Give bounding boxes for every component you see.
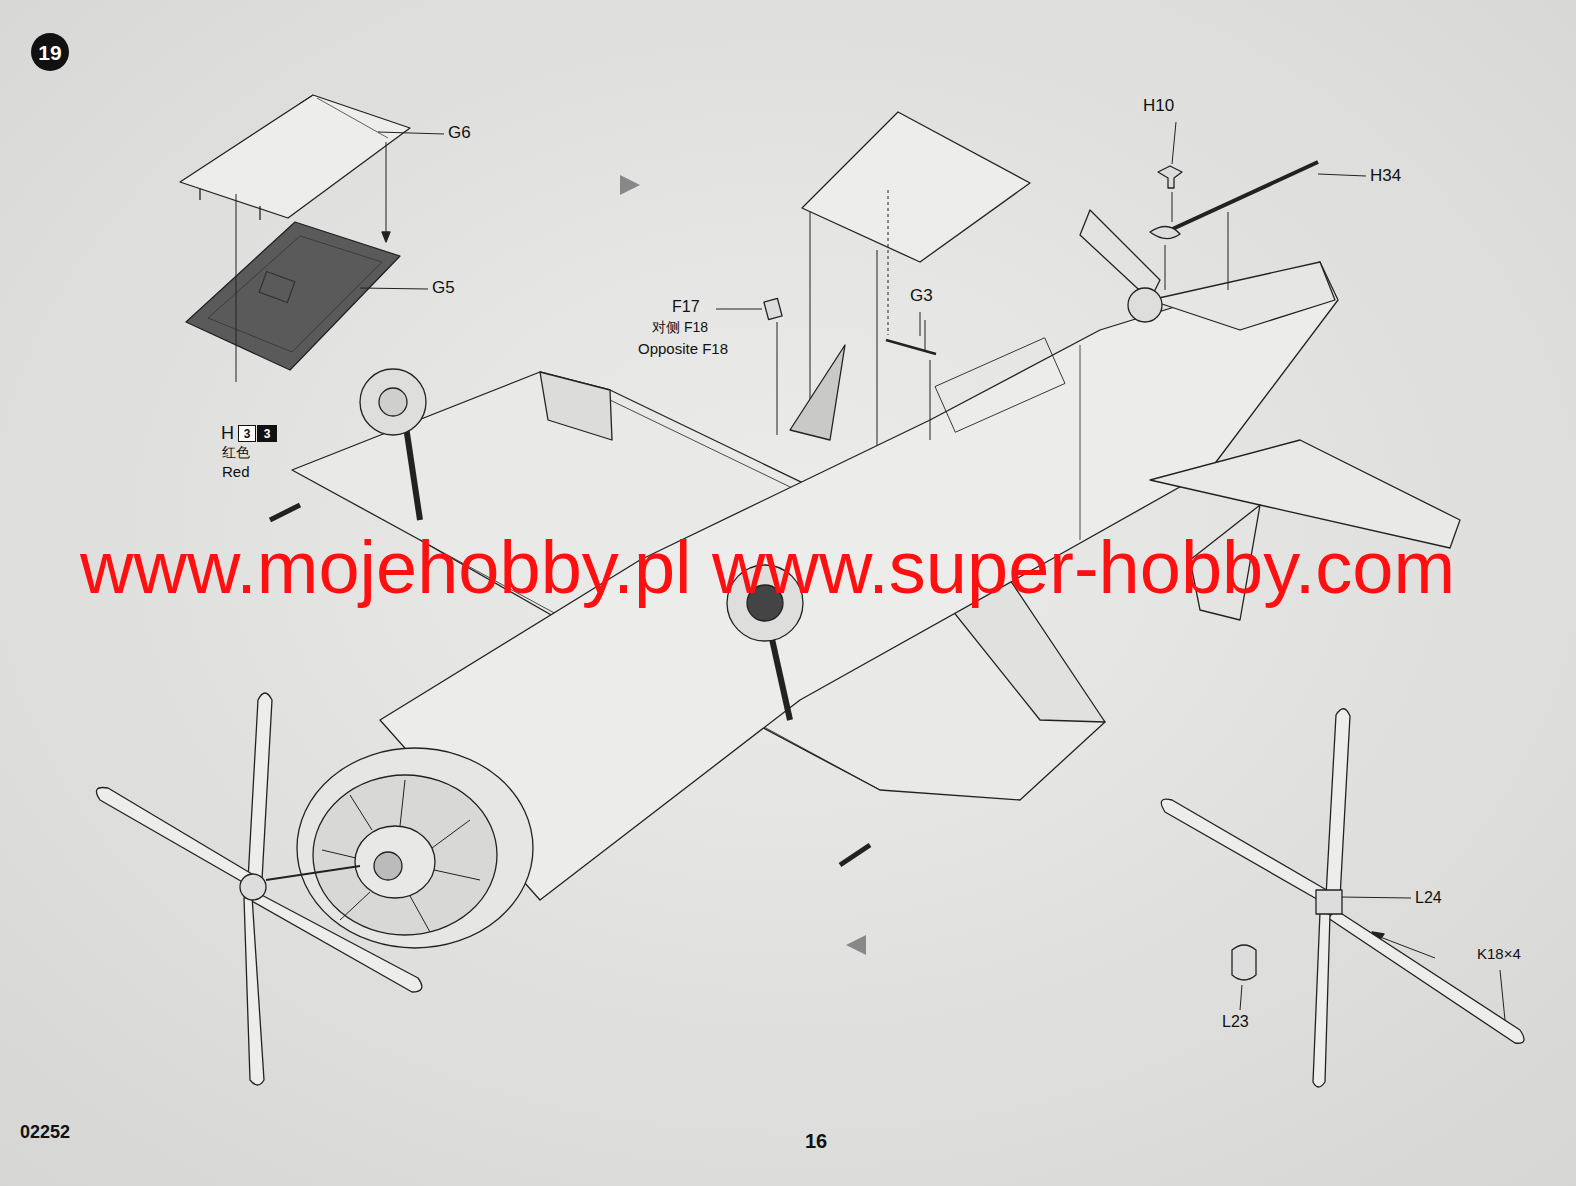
color-name: Red <box>222 464 250 481</box>
note: 对侧 F18 <box>652 320 708 335</box>
part-number: K18×4 <box>1477 946 1521 963</box>
page-number: 16 <box>805 1130 827 1152</box>
color-chip: 3 <box>257 425 277 442</box>
part-number: H10 <box>1143 97 1174 116</box>
note: Opposite F18 <box>638 341 728 358</box>
color-code: H <box>221 424 234 444</box>
step-number: 19 <box>31 33 69 71</box>
color-name: 红色 <box>222 445 250 460</box>
part-number: G3 <box>910 287 933 306</box>
node-text: 3 <box>264 428 271 440</box>
part-number: G6 <box>448 124 471 143</box>
node-text: 3 <box>244 428 251 440</box>
direction-mark <box>620 175 640 195</box>
watermark: www.mojehobby.pl www.super-hobby.com <box>80 527 1455 608</box>
color-chip: 3 <box>238 425 256 442</box>
node-text: 19 <box>38 42 61 63</box>
propeller <box>96 693 421 1085</box>
panel-g6 <box>180 95 410 218</box>
kit-number: 02252 <box>20 1123 70 1143</box>
part-number: L24 <box>1415 889 1442 907</box>
part-l23 <box>1232 945 1256 980</box>
part-g3 <box>886 340 936 354</box>
propeller <box>1161 709 1524 1087</box>
antenna-mast <box>790 345 845 440</box>
part-number: H34 <box>1370 167 1401 186</box>
part-f17 <box>764 298 782 319</box>
part-number: L23 <box>1222 1013 1249 1031</box>
panel-g5 <box>186 222 400 370</box>
panel-center <box>802 112 1030 262</box>
engine-cowling <box>297 748 533 948</box>
part-number: F17 <box>672 298 700 316</box>
part-number: G5 <box>432 279 455 298</box>
direction-mark <box>846 935 866 955</box>
part-h10 <box>1158 166 1182 188</box>
part-l24 <box>1316 890 1342 914</box>
part-h34 <box>1166 162 1318 232</box>
wheel <box>360 369 426 435</box>
